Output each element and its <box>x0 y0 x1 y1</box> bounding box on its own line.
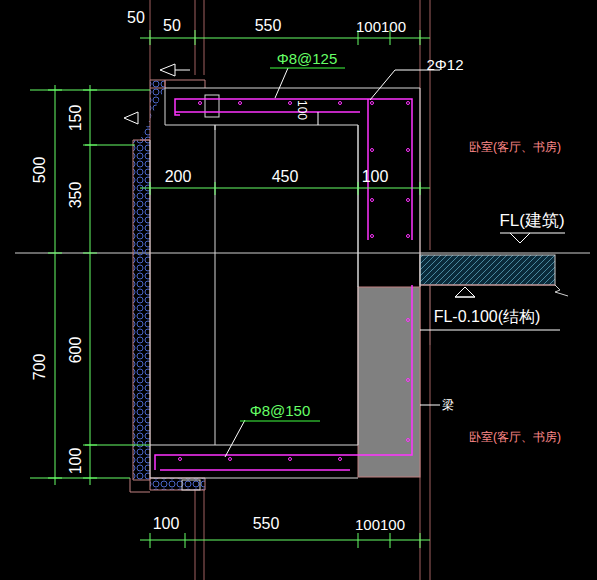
axis-lines <box>150 0 430 580</box>
room-label: 卧室(客厅、书房) <box>468 431 562 443</box>
dimension-text: 100100 <box>355 19 407 34</box>
level-label: FL-0.100(结构) <box>433 309 542 325</box>
insulation-corner <box>140 80 165 140</box>
level-symbol <box>420 233 565 330</box>
rebar-callout: Φ8@150 <box>249 403 312 418</box>
rebar-callout: 2Φ12 <box>426 57 465 72</box>
rebar-callout: Φ8@125 <box>276 51 339 66</box>
dimension-text: 700 <box>32 353 48 382</box>
dimension-text: 150 <box>68 104 84 133</box>
dimension-text: 100 <box>296 99 308 121</box>
beam-label: 梁 <box>441 399 455 411</box>
dimension-text: 550 <box>254 18 283 34</box>
view-arrow <box>124 112 138 124</box>
drip-edge <box>130 478 150 492</box>
concrete-outline <box>150 88 420 478</box>
slab-edge <box>420 285 555 345</box>
rebar <box>155 99 412 470</box>
floor-slab <box>420 255 555 285</box>
dimension-lines <box>30 30 430 548</box>
dimension-text: 100 <box>361 169 390 185</box>
rebar-dots <box>179 102 410 461</box>
dimension-text: 50 <box>162 18 182 34</box>
insulation-layer <box>133 140 150 480</box>
room-label: 卧室(客厅、书房) <box>468 141 562 153</box>
leader-lines <box>225 68 440 457</box>
dimension-text: 100 <box>68 447 84 476</box>
dimension-text: 600 <box>68 336 84 365</box>
insulation-bottom <box>150 478 205 490</box>
leader-underline <box>240 421 320 422</box>
dimension-text: 50 <box>126 10 146 26</box>
dimension-text: 100100 <box>354 517 406 532</box>
dimension-text: 200 <box>164 169 193 185</box>
drain-outlet <box>182 480 200 490</box>
dimension-text: 500 <box>32 156 48 185</box>
level-label: FL(建筑) <box>498 212 565 229</box>
dimension-text: 100 <box>152 516 181 532</box>
dimension-text: 450 <box>271 169 300 185</box>
break-line <box>555 285 568 296</box>
dimension-text: 350 <box>68 181 84 210</box>
view-arrow <box>160 64 190 76</box>
floor-level-line <box>15 253 590 254</box>
dimension-text: 550 <box>252 516 281 532</box>
beam <box>358 287 420 477</box>
leader-underline <box>270 68 345 69</box>
